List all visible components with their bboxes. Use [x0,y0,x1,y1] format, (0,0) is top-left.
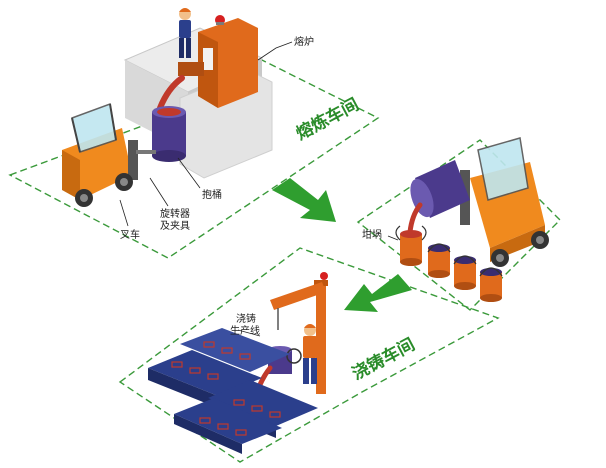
forklift-label: 叉车 [120,228,140,241]
furnace-leader [257,41,293,61]
casting-workshop-zone [118,247,500,463]
furnace-label: 熔炉 [294,35,314,48]
casting-line-label-line1: 浇铸 [236,312,256,325]
mold-trays [148,328,318,454]
ladle-leader [177,157,201,189]
ladle [152,106,186,162]
crucible-leader [387,235,399,241]
forklift-left [62,102,156,207]
crucible-area-zone [356,139,561,311]
ladle-label: 抱桶 [202,188,222,201]
crucible-1 [395,225,427,266]
molten-pour-right [407,202,423,235]
melting-workshop-zone [8,44,380,259]
rotator-label-line1: 旋转器 [160,207,190,220]
rotator-leader [149,177,169,207]
crucible-3 [453,255,477,290]
crucible-label: 坩埚 [362,228,382,241]
casting-leader [237,329,261,337]
crucible-4 [479,267,503,302]
forklift-leader [119,199,129,227]
rotator-label-line2: 及夹具 [160,219,190,232]
casting-gantry [270,272,328,394]
casting-worker [303,324,317,384]
furnace [178,15,258,108]
molten-pour [157,75,185,111]
melting-workshop-title: 熔炼车间 [292,94,362,144]
flow-arrow-to-crucible [272,178,336,222]
worker-figure [179,8,191,58]
casting-workshop-title: 浇铸车间 [348,334,418,384]
crucibles [395,225,503,302]
crucible-2 [427,243,451,278]
flow-arrow-to-casting [344,274,412,312]
forklift-right [460,137,549,267]
casting-line-label-line2: 生产线 [230,324,260,337]
